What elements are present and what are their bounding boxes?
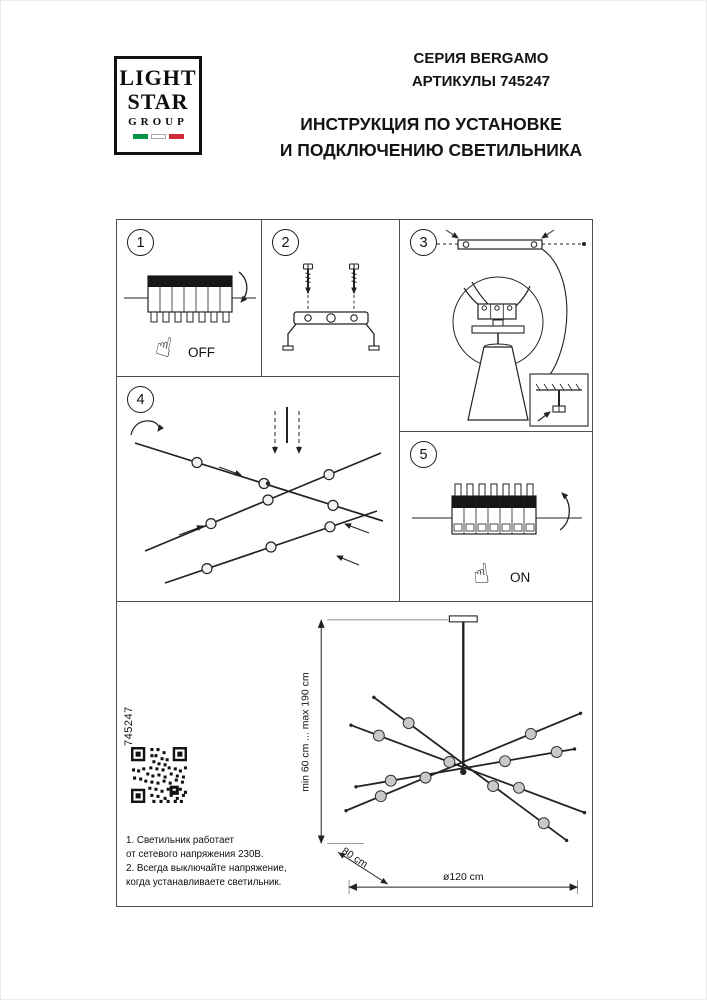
flip-down-arrow-icon: [238, 271, 248, 303]
on-label: ON: [510, 570, 530, 585]
panel-step-3: 3: [399, 219, 593, 432]
logo-word-star: STAR: [127, 89, 189, 114]
instruction-title-line2: И ПОДКЛЮЧЕНИЮ СВЕТИЛЬНИКА: [279, 140, 583, 160]
step-number-badge-3: 3: [410, 229, 437, 256]
height-dimension-label: min 60 cm ... max 190 cm: [300, 672, 311, 791]
note-line-2: от сетевого напряжения 230В.: [126, 849, 264, 860]
step-number-badge-5: 5: [410, 441, 437, 468]
instruction-title: ИНСТРУКЦИЯ ПО УСТАНОВКЕ И ПОДКЛЮЧЕНИЮ СВ…: [211, 111, 651, 163]
pointing-hand-icon: ☝: [471, 558, 490, 590]
rod-assembly-diagram: [130, 407, 384, 584]
lightstar-logo: LIGHT STAR GROUP: [114, 56, 202, 155]
pointing-hand-icon: ☝: [153, 331, 175, 364]
logo-word-group: GROUP: [128, 116, 188, 128]
articles-title: АРТИКУЛЫ 745247: [411, 73, 551, 90]
breaker-off-diagram: ☝ OFF: [124, 271, 256, 364]
chandelier-dimensions-diagram: min 60 cm ... max 190 cm ø120 cm 80 cm: [300, 615, 587, 895]
italy-flag-icon: [117, 134, 199, 139]
width-dimension-label: ø120 cm: [443, 872, 484, 883]
step-number-badge-2: 2: [272, 229, 299, 256]
breaker-on-diagram: ☝ ON: [412, 483, 582, 590]
depth-dimension-label: 80 cm: [339, 846, 369, 871]
panel-step-2: 2: [261, 219, 400, 377]
panel-dimensions: min 60 cm ... max 190 cm ø120 cm 80 cm 7…: [116, 601, 593, 907]
off-label: OFF: [188, 345, 215, 360]
note-line-1: 1. Светильник работает: [126, 835, 235, 846]
mounting-bracket-diagram: [282, 263, 380, 351]
safety-notes: 1. Светильник работает от сетевого напря…: [126, 834, 306, 890]
series-header: СЕРИЯ BERGAMO АРТИКУЛЫ 745247: [331, 47, 631, 93]
article-number-vertical: 745247: [123, 706, 135, 746]
instruction-title-line1: ИНСТРУКЦИЯ ПО УСТАНОВКЕ: [300, 114, 562, 134]
panel-step-5: 5 ☝ ON: [399, 431, 593, 602]
step-number-badge-1: 1: [127, 229, 154, 256]
flip-up-arrow-icon: [559, 492, 570, 531]
note-line-3: 2. Всегда выключайте напряжение,: [126, 863, 287, 874]
panel-step-1: 1 ☝ OFF: [116, 219, 262, 377]
ceiling-installation-diagram: [414, 229, 589, 427]
rotation-arrow-icon: [130, 420, 164, 436]
panel-step-4: 4: [116, 376, 400, 602]
step-number-badge-4: 4: [127, 386, 154, 413]
logo-word-light: LIGHT: [119, 65, 197, 90]
series-title: СЕРИЯ BERGAMO: [413, 50, 549, 67]
note-line-4: когда устанавливаете светильник.: [126, 877, 282, 888]
qr-code: [130, 746, 188, 804]
